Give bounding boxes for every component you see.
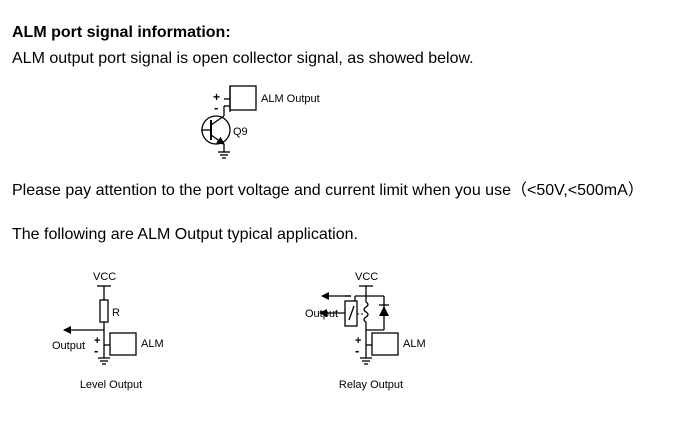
section-heading: ALM port signal information: [12,24,231,41]
resistor [99,299,109,323]
plus-sign: + [213,90,220,104]
resistor-label: R [112,307,120,319]
alm-output-label: ALM Output [261,93,320,105]
plus-sign: + [94,335,100,347]
minus-sign: - [94,343,98,358]
limit-note: Please pay attention to the port voltage… [12,182,644,199]
intro-text: ALM output port signal is open collector… [12,50,474,67]
vcc-label: VCC [93,271,116,283]
transistor-label: Q9 [233,126,248,138]
ground-symbol [218,151,230,159]
ground-symbol [360,357,372,365]
relay-output-diagram: VCC Output + - ALM Relay Output [305,271,426,391]
level-output-caption: Level Output [80,379,142,391]
plus-sign: + [355,335,361,347]
open-collector-diagram: + - ALM Output Q9 [201,85,320,159]
output-label: Output [52,340,85,352]
typical-application-intro: The following are ALM Output typical app… [12,226,358,243]
minus-sign: - [214,100,218,115]
output-label: Output [305,308,338,320]
vcc-label: VCC [355,271,378,283]
alm-label: ALM [403,338,426,350]
alm-label: ALM [141,338,164,350]
relay-output-caption: Relay Output [339,379,403,391]
relay-coil [363,301,369,323]
ground-symbol [98,357,110,365]
minus-sign: - [355,343,359,358]
diode [379,306,389,316]
level-output-diagram: VCC R Output + - ALM Level Output [52,271,164,391]
